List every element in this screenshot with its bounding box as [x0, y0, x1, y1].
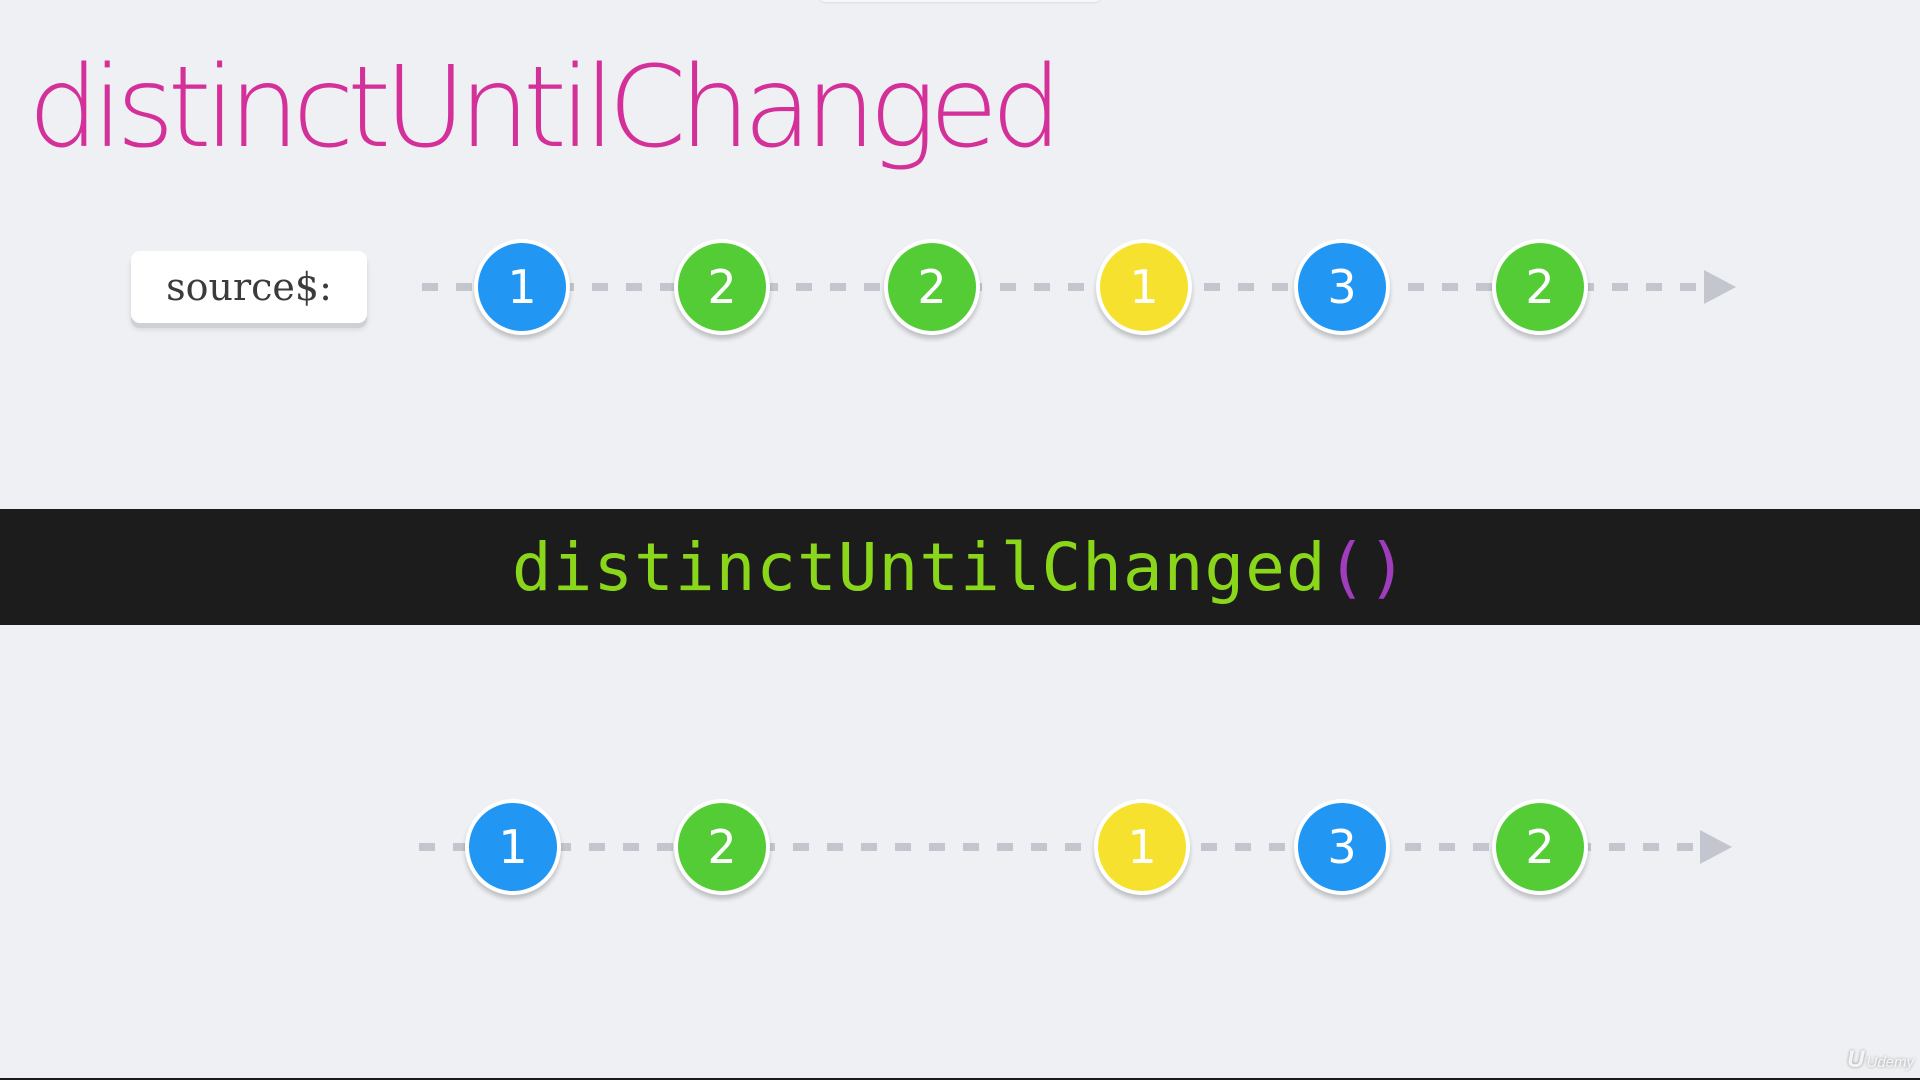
source-marble-5: 3 [1294, 239, 1390, 335]
result-marble-4: 3 [1294, 799, 1390, 895]
result-timeline [419, 843, 1699, 851]
result-marble-2: 2 [674, 799, 770, 895]
source-stream: source$: 1 2 2 1 3 2 [0, 232, 1920, 342]
source-marble-6: 2 [1492, 239, 1588, 335]
source-timeline [422, 283, 1706, 291]
result-stream: 1 2 1 3 2 [0, 792, 1920, 902]
source-stream-label: source$: [131, 251, 367, 323]
result-marble-1: 1 [465, 799, 561, 895]
result-marble-5: 2 [1492, 799, 1588, 895]
udemy-watermark-text: Udemy [1866, 1054, 1914, 1071]
operator-name: distinctUntilChanged [511, 528, 1327, 606]
operator-bar: distinctUntilChanged() [0, 509, 1920, 625]
result-timeline-arrow-icon [1700, 830, 1732, 864]
bottom-border [0, 1078, 1920, 1080]
operator-parens: () [1326, 528, 1409, 606]
udemy-logo-icon: U [1847, 1046, 1865, 1073]
source-marble-4: 1 [1096, 239, 1192, 335]
result-marble-3: 1 [1094, 799, 1190, 895]
source-timeline-arrow-icon [1704, 270, 1736, 304]
source-marble-3: 2 [884, 239, 980, 335]
source-marble-1: 1 [474, 239, 570, 335]
page-title: distinctUntilChanged [28, 43, 1062, 173]
top-tab-decoration [818, 0, 1102, 2]
source-marble-2: 2 [674, 239, 770, 335]
